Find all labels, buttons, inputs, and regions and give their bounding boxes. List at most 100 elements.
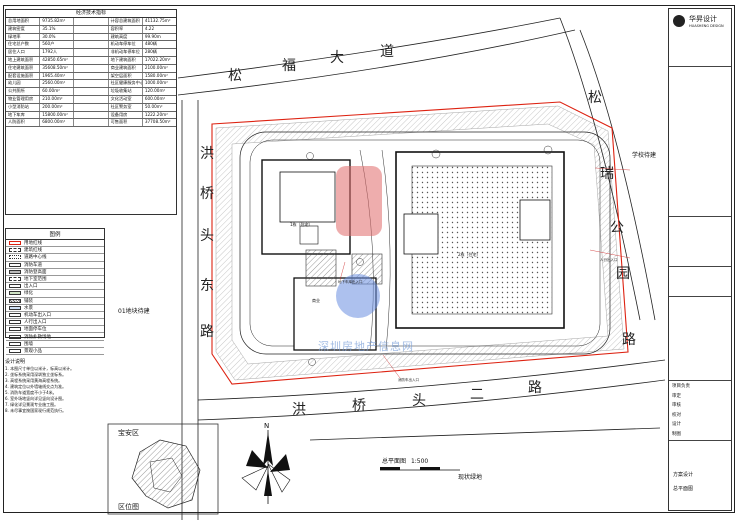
economic-table-cell [73,80,107,88]
economic-table-cell: 50.00m² [141,103,176,111]
economic-table-title: 经济技术指标 [6,10,176,18]
signature-block: 项目负责审定审核校对设计制图 [669,381,731,441]
economic-table-cell [73,72,107,80]
stamp-block [669,267,731,297]
road-label-north: 大 [330,50,344,66]
economic-table-cell: 物业管理用房 [8,95,34,101]
road-label-south: 桥 [352,398,366,414]
road-label-west: 东 [200,278,214,294]
legend-swatch [9,284,21,289]
legend-item-label: 围墙 [24,341,33,347]
economic-table-cell [73,95,107,103]
economic-table-cell: 住宅总户数 [8,41,29,47]
economic-table-cell: 社区警务室 [107,103,142,111]
economic-table-cell: 地下建筑面积 [107,56,142,64]
legend-item-label: 消防车道 [24,262,42,268]
economic-table-cell: 总用地面积 [8,18,29,23]
economic-table-cell: 15800.00m² [39,111,73,119]
economic-table-cell: 9735.82m² [39,18,73,25]
compass-rose [241,430,291,504]
road-label-west: 洪 [200,146,214,162]
legend-item-label: 地面停车位 [24,327,47,333]
economic-table-cell: 200.00m² [39,103,73,111]
entrance-label-3: 人行出入口 [600,258,618,262]
legend-item: 铺装 [6,298,104,305]
economic-table-cell [73,88,107,95]
entrance-label-1: 地下车库出入口 [338,280,363,284]
landmark-plot01: 01地块待建 [118,308,150,315]
road-label-south: 头 [412,393,426,409]
revision-block [669,217,731,267]
economic-table-cell [73,25,107,33]
economic-table-cell: 非机动车停车位 [107,49,142,56]
road-label-south: 路 [528,380,542,396]
economic-table-cell: 6800.00m² [39,119,73,127]
note-line: 5. 消防车道宽度不小于4米。 [5,390,57,395]
legend-item: 地下室范围 [6,276,104,284]
legend-item-label: 出入口 [24,284,38,290]
economic-table-cell: 60.00m² [39,88,73,95]
sheet-info-block: 方案设计 总平面图 [669,441,731,511]
economic-table-cell: 地上建筑面积 [8,56,34,62]
podium-label: 商业 [312,298,320,303]
role-label: 审定 [672,393,681,399]
economic-table-cell: 37708.50m² [141,119,176,127]
legend-item: 水景 [6,305,104,312]
firm-name-en: HUASHENG DESIGN [689,24,724,28]
role-label: 审核 [672,403,681,408]
entrance-leaders [339,167,631,379]
road-label-north: 福 [282,58,296,74]
sheet-name: 总平面图 [673,486,694,492]
legend-item: 围墙 [6,341,104,348]
legend-panel: 图例 用地红线建筑红线道路中心线消防车道消防登高面地下室范围出入口绿化铺装水景机… [5,228,105,355]
legend-swatch [9,262,21,267]
economic-table-cell: 1580.00m² [141,72,176,80]
legend-swatch [9,298,21,303]
road-network [177,17,666,520]
economic-table-cell: 280辆 [141,49,176,56]
economic-table-cell: 210.00m² [39,95,73,103]
location-map [107,423,219,515]
legend-item-label: 水景 [24,305,33,311]
economic-table-cell: 4.22 [141,25,176,33]
economic-table-cell [73,64,107,72]
economic-table-cell: 1792人 [39,49,73,56]
role-label: 设计 [672,422,681,427]
road-label-west: 头 [200,228,214,244]
economic-table-cell: 41132.75m² [141,18,176,25]
legend-swatch [9,277,21,282]
building-tower-a [261,159,351,255]
economic-table-cell: 可售面积 [107,119,142,127]
economic-table-cell: 560户 [39,41,73,49]
legend-swatch [9,341,21,346]
firm-name-cn: 华昇设计 [689,15,717,23]
road-label-west: 桥 [200,186,214,202]
economic-table-cell: 配套设施面积 [8,72,34,78]
economic-table-cell: 小型消防站 [8,103,29,109]
economic-table-cell: 人防面积 [8,119,25,125]
note-line: 1. 本图尺寸单位以米计，标高以米计。 [5,366,75,371]
road-label-south: 洪 [292,402,306,418]
legend-swatch [9,320,21,325]
entrance-label-2: 消防车出入口 [398,378,419,382]
economic-table-cell: 公共厕所 [8,88,25,94]
economic-table-cell: 600.00m² [141,95,176,103]
building-tower-b [395,151,565,329]
legend-item: 出入口 [6,283,104,291]
economic-table-cell: 35608.50m² [39,64,73,72]
economic-table-cell [73,103,107,111]
project-info-block [669,67,731,217]
legend-item-label: 机动车出入口 [24,312,51,318]
notes-title: 设计说明 [5,359,26,365]
economic-table-cell: 建筑高度 [107,33,142,41]
economic-table-cell [73,119,107,127]
economic-table-cell: 120.00m² [141,88,176,95]
